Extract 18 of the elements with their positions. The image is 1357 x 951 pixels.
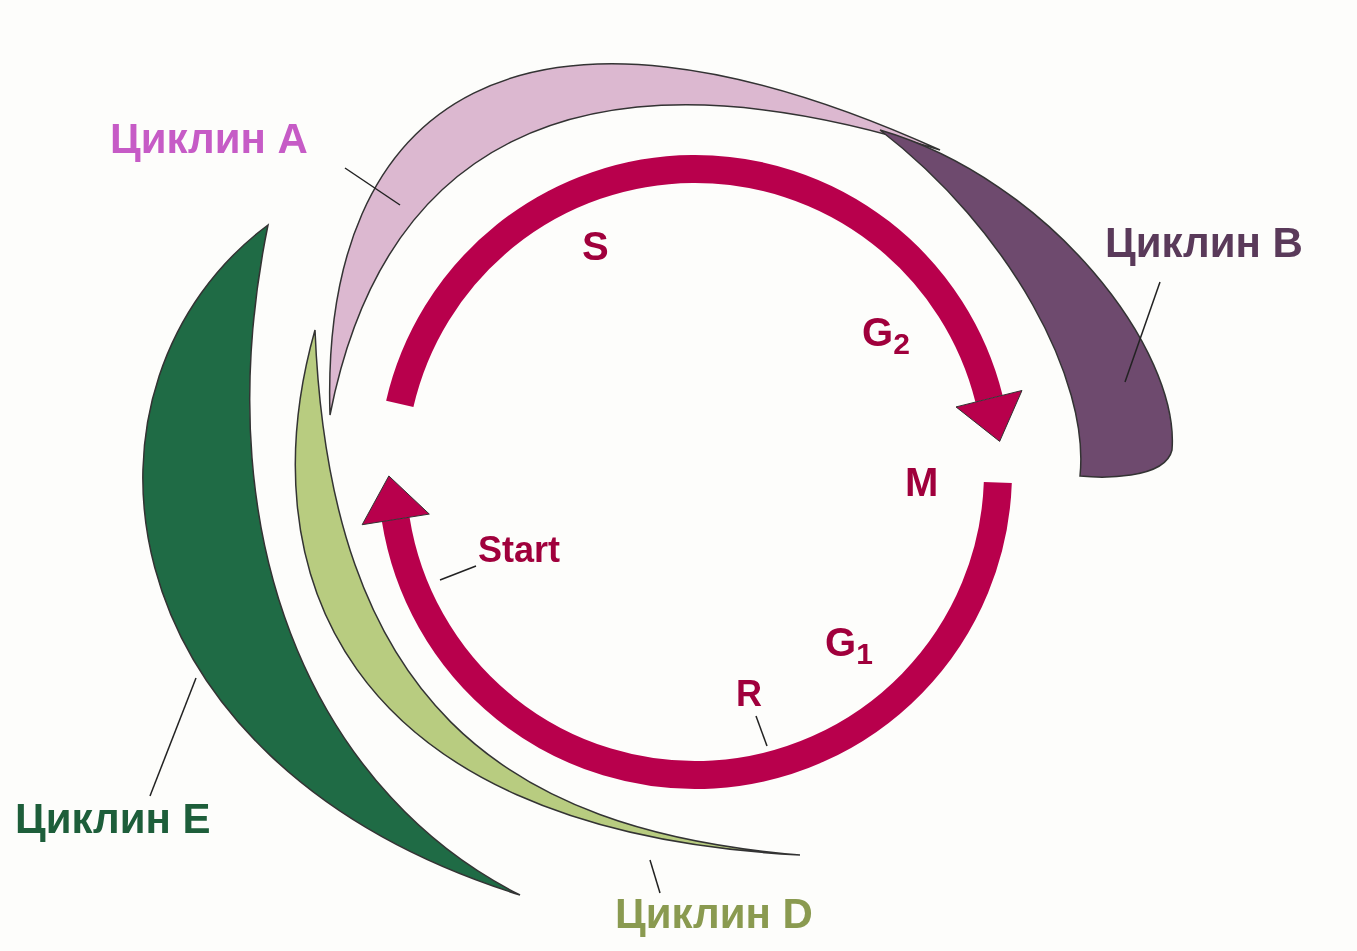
leader-line — [439, 565, 477, 581]
cyclin-label: Циклин B — [1105, 222, 1303, 264]
phase-label: G$_{2}$ — [862, 312, 910, 352]
crescent-shape — [329, 63, 941, 416]
leader-line — [649, 859, 661, 894]
leader-line — [755, 715, 768, 747]
cyclin-label: Start — [478, 532, 561, 568]
cyclin-label: Циклин E — [15, 798, 211, 840]
phase-label: M — [905, 462, 939, 502]
cyclin-label: Циклин A — [110, 118, 308, 160]
cyclin-label: R — [736, 676, 762, 712]
phase-label: S — [582, 226, 609, 266]
crescent-shape — [294, 329, 801, 856]
leader-line — [344, 167, 401, 206]
leader-line — [1124, 281, 1161, 383]
phase-label: G$_{1}$ — [825, 622, 873, 662]
cyclin-label: Циклин D — [615, 893, 813, 935]
leader-line — [149, 677, 197, 797]
